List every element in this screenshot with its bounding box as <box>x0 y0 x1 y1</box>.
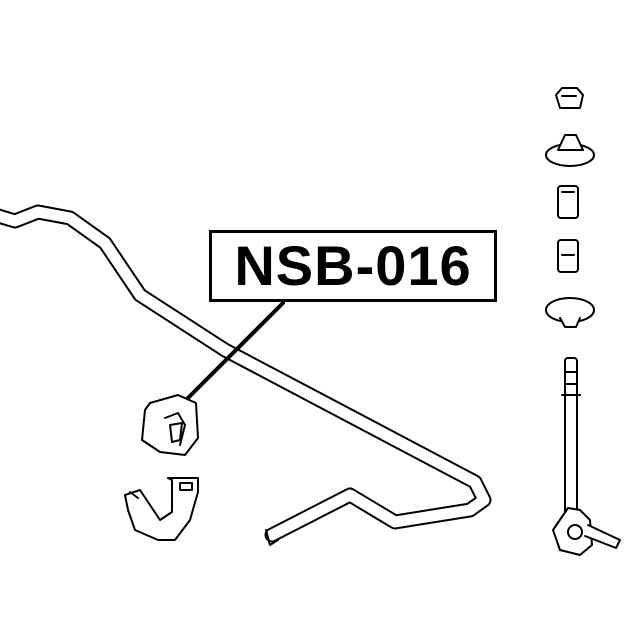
nut <box>555 87 584 109</box>
link-rod <box>564 357 578 524</box>
leader-line <box>186 301 285 400</box>
bushing-upper <box>557 185 579 219</box>
bushing-part <box>141 394 199 456</box>
stud <box>584 524 621 549</box>
link-hardware-stack <box>545 87 621 556</box>
part-number-label: NSB-016 <box>209 230 497 302</box>
bracket-part <box>124 477 199 541</box>
stabilizer-bar <box>0 204 492 546</box>
